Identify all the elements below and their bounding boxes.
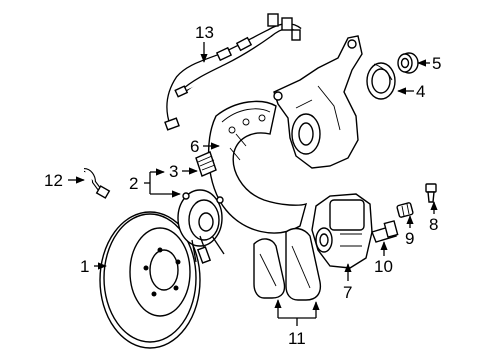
callout-13: 13: [195, 23, 214, 42]
callout-4: 4: [416, 82, 425, 101]
bearing-part: [397, 52, 419, 74]
caliper-bolt-part: [371, 220, 399, 243]
bushing-part: [396, 202, 414, 218]
brake-caliper-part: [311, 193, 373, 269]
bleeder-screw-part: [425, 183, 437, 203]
callout-5: 5: [432, 54, 441, 73]
callout-2: 2: [129, 174, 138, 193]
callout-11: 11: [288, 329, 306, 348]
brake-rotor-part: [99, 211, 201, 349]
callout-3: 3: [169, 162, 178, 181]
callout-1: 1: [80, 257, 89, 276]
brake-hose-part: [164, 13, 302, 131]
brake-line-fitting-part: [83, 168, 111, 199]
hub-bolt-part: [195, 151, 217, 177]
callout-12: 12: [44, 171, 63, 190]
brake-pads-part: [253, 227, 322, 301]
seal-part: [366, 62, 396, 100]
callout-6: 6: [190, 137, 199, 156]
callout-10: 10: [374, 257, 393, 276]
splash-shield-part: [207, 100, 308, 234]
callout-9: 9: [405, 229, 414, 248]
callout-7: 7: [343, 283, 352, 302]
leader-lines: [68, 42, 438, 326]
steering-knuckle-part: [273, 35, 363, 169]
hub-bearing-part: [177, 189, 225, 264]
callout-8: 8: [429, 215, 438, 234]
